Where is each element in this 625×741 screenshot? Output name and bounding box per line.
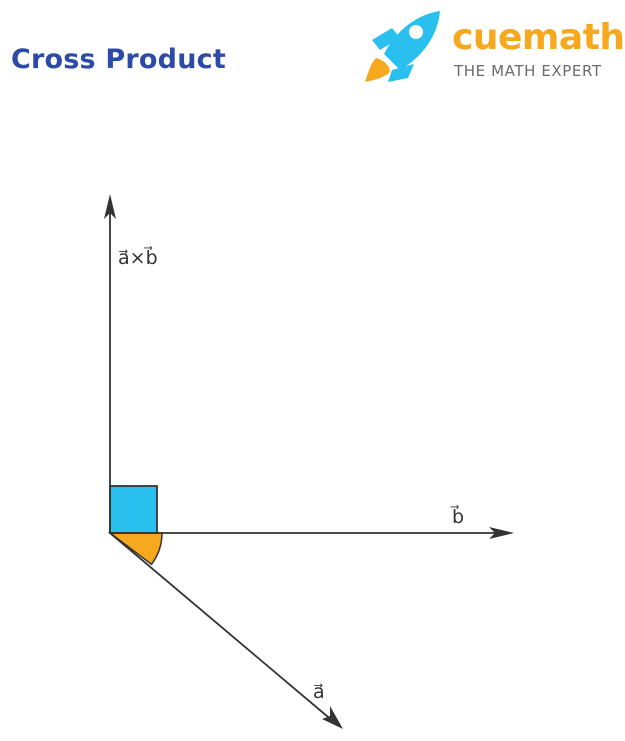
- vector-cross-arrowhead: [104, 194, 116, 219]
- rocket-icon: [365, 11, 440, 82]
- rocket-fin-lower: [388, 64, 414, 82]
- label-vector-a: a⃗: [313, 681, 325, 703]
- vector-a-line: [109, 532, 335, 723]
- vector-a-arrowhead: [322, 706, 343, 729]
- logo-wordmark: cuemath: [452, 17, 625, 58]
- label-vector-b: b⃗: [450, 505, 464, 528]
- vector-b-arrowhead: [489, 527, 514, 539]
- rocket-body: [384, 11, 440, 70]
- label-cross-product: a⃗×b⃗: [118, 246, 158, 269]
- rocket-window: [409, 25, 423, 39]
- rocket-flame: [365, 58, 390, 82]
- right-angle-marker: [109, 485, 158, 534]
- cuemath-logo: cuemath THE MATH EXPERT: [362, 8, 625, 84]
- rocket-fin-upper: [372, 28, 400, 50]
- logo-tagline: THE MATH EXPERT: [454, 62, 602, 80]
- page-title: Cross Product: [11, 44, 226, 75]
- angle-arc-a-b: [107, 532, 163, 566]
